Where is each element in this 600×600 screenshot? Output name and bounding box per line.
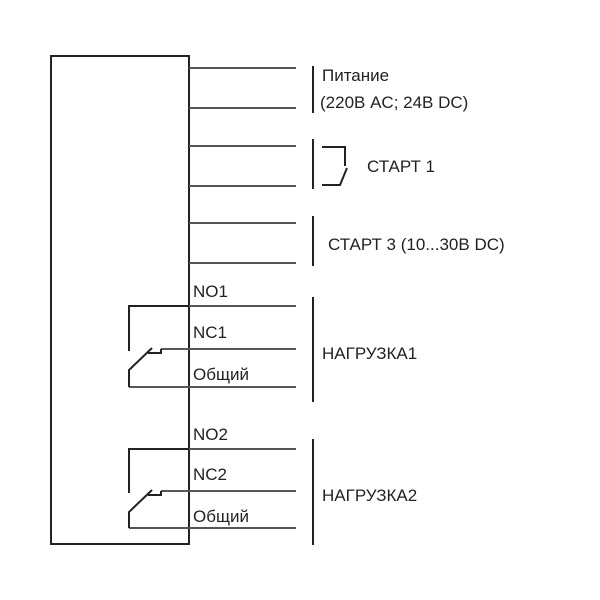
power-spec: (220В AC; 24В DC) [320,93,468,112]
common2-label: Общий [193,507,249,526]
load1-label: НАГРУЗКА1 [322,344,417,363]
no1-label: NO1 [193,282,228,301]
start1-switch-icon [322,146,348,186]
common1-label: Общий [193,365,249,384]
start3-label: СТАРТ 3 (10...30В DC) [328,235,505,254]
relay1-contact-icon [128,305,189,387]
device-box [50,55,190,545]
terminal-lines [129,67,296,529]
power-label: Питание [322,66,389,85]
start1-label: СТАРТ 1 [367,157,435,176]
relay2-contact-icon [128,448,189,528]
no2-label: NO2 [193,425,228,444]
nc1-label: NC1 [193,323,227,342]
nc2-label: NC2 [193,465,227,484]
load2-label: НАГРУЗКА2 [322,486,417,505]
